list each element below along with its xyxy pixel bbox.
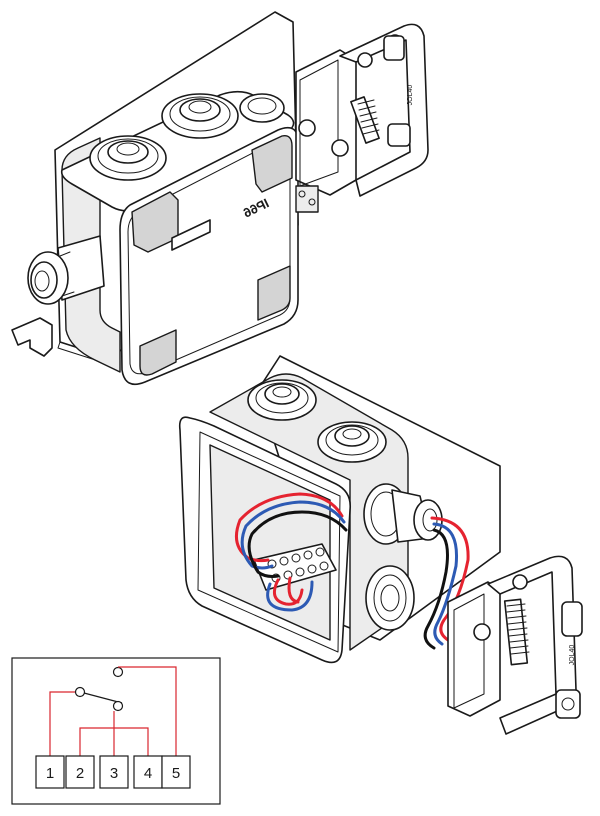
pole-clamp-bracket-bottom: JOL40 xyxy=(447,555,583,735)
cable-grommet-lower xyxy=(317,421,387,463)
terminal-3 xyxy=(99,755,129,789)
pole-clamp-bracket-top: JOL40 xyxy=(295,23,429,213)
terminal-3-label: 3 xyxy=(110,765,118,782)
terminal-5 xyxy=(161,755,191,789)
lid-label-recess xyxy=(171,219,211,251)
clamp-marking-bottom: JOL40 xyxy=(569,645,576,666)
cable-grommet-side xyxy=(239,93,285,123)
schematic-line-terminal-5 xyxy=(122,666,177,756)
terminal-block xyxy=(253,543,337,591)
terminal-4-label: 4 xyxy=(144,765,152,782)
cable-grommet-top-left xyxy=(89,135,167,181)
lid-corner-bottom-right xyxy=(257,265,291,321)
wire-earth-black xyxy=(247,510,348,578)
wiring-schematic: 1 2 3 4 5 xyxy=(11,657,221,805)
lid-corner-bottom-left xyxy=(139,329,177,376)
lid-corner-top-right xyxy=(251,135,293,193)
threaded-rod-bottom xyxy=(503,598,530,666)
closed-junction-box-assembly: IP66 xyxy=(11,11,429,386)
terminal-2 xyxy=(65,755,95,789)
switch-lever xyxy=(83,692,123,704)
terminal-2-label: 2 xyxy=(76,765,84,782)
terminal-5-label: 5 xyxy=(172,765,180,782)
cable-grommet-upper xyxy=(247,379,317,421)
clamp-marking-top: JOL40 xyxy=(407,85,414,106)
terminal-strip: 1 2 3 4 5 xyxy=(35,755,191,789)
schematic-line-terminal-1 xyxy=(49,691,80,756)
cable-grommet-top-right xyxy=(161,93,239,139)
plate-foot-bracket xyxy=(11,317,53,357)
terminal-1-label: 1 xyxy=(46,765,54,782)
wire-phase-red xyxy=(234,492,344,563)
cable-grommet-right-blank xyxy=(365,565,415,631)
threaded-rod xyxy=(350,96,380,144)
terminal-1 xyxy=(35,755,65,789)
cable-gland-right xyxy=(363,483,443,545)
switch-contact-left xyxy=(74,686,86,698)
switch-contact-top xyxy=(112,666,124,678)
open-junction-box-assembly: JOL40 xyxy=(178,355,583,735)
external-cable xyxy=(423,516,470,650)
switch-contact-bottom xyxy=(112,700,124,712)
wire-neutral-blue xyxy=(240,500,346,570)
internal-wiring xyxy=(234,492,348,612)
cable-gland-left xyxy=(27,235,105,305)
